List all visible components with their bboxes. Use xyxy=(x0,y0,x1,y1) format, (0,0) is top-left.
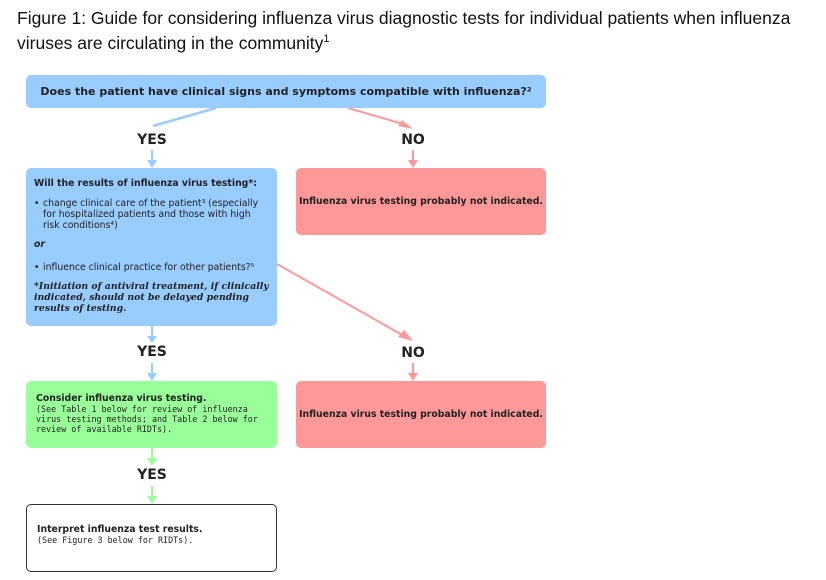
yes-label-1: YES xyxy=(137,132,167,148)
arrow-consider-to-yes3 xyxy=(147,448,157,466)
arrow-question-to-yes xyxy=(152,106,217,128)
interpret-results-box: Interpret influenza test results. (See F… xyxy=(26,504,277,572)
results-bullet-2-text: influence clinical practice for other pa… xyxy=(43,262,255,273)
arrow-results-to-yes2 xyxy=(147,326,157,343)
results-bullet-1: • change clinical care of the patient³ (… xyxy=(34,198,269,231)
interpret-heading: Interpret influenza test results. xyxy=(37,524,203,535)
question-box: Does the patient have clinical signs and… xyxy=(26,75,546,108)
arrow-yes1-to-results xyxy=(147,150,157,168)
not-indicated-box-1: Influenza virus testing probably not ind… xyxy=(296,168,546,235)
not-indicated-text-2: Influenza virus testing probably not ind… xyxy=(299,409,543,420)
not-indicated-box-2: Influenza virus testing probably not ind… xyxy=(296,381,546,448)
arrow-yes2-to-consider xyxy=(147,363,157,381)
results-heading: Will the results of influenza virus test… xyxy=(34,178,257,189)
figure-title-text: Figure 1: Guide for considering influenz… xyxy=(17,8,791,53)
results-bullet-1-text: change clinical care of the patient³ (es… xyxy=(43,198,259,231)
consider-heading: Consider influenza virus testing. xyxy=(36,393,207,404)
consider-detail: (See Table 1 below for review of influen… xyxy=(36,404,258,434)
no-label-1: NO xyxy=(401,132,425,148)
not-indicated-text-1: Influenza virus testing probably not ind… xyxy=(299,196,543,207)
yes-label-3: YES xyxy=(137,467,167,483)
arrow-no2-to-nobox xyxy=(408,363,418,381)
figure-title-superscript: 1 xyxy=(323,33,330,46)
results-or-label: or xyxy=(34,239,45,250)
interpret-detail: (See Figure 3 below for RIDTs). xyxy=(37,535,194,545)
bullet-dot-icon: • xyxy=(34,198,40,209)
no-label-2: NO xyxy=(401,345,425,361)
yes-label-2: YES xyxy=(137,344,167,360)
results-bullet-2: • influence clinical practice for other … xyxy=(34,262,269,273)
arrow-yes3-to-interpret xyxy=(147,486,157,504)
arrow-question-to-no xyxy=(347,107,413,129)
bullet-dot-icon: • xyxy=(34,262,40,273)
consider-testing-box: Consider influenza virus testing. (See T… xyxy=(26,381,277,448)
results-note: *Initiation of antiviral treatment, if c… xyxy=(34,281,269,314)
arrow-results-to-no2 xyxy=(276,263,413,341)
figure-title: Figure 1: Guide for considering influenz… xyxy=(17,6,817,56)
question-text: Does the patient have clinical signs and… xyxy=(40,85,532,98)
arrow-no1-to-nobox xyxy=(408,150,418,168)
results-box: Will the results of influenza virus test… xyxy=(26,168,277,326)
